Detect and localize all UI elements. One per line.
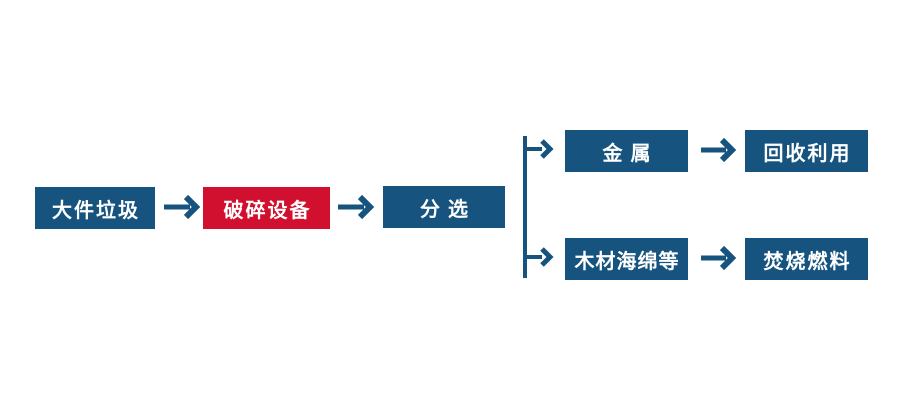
branch-bracket xyxy=(523,136,554,278)
arrow-metal-to-recycling xyxy=(701,137,737,163)
node-wood-sponge: 木材海绵等 xyxy=(565,238,688,280)
node-bulky-waste: 大件垃圾 xyxy=(35,187,155,229)
arrow-wood-to-fuel xyxy=(701,245,737,271)
node-sorting: 分选 xyxy=(383,186,505,228)
arrow-bulky-to-crushing xyxy=(164,194,201,220)
node-crushing-equipment: 破碎设备 xyxy=(203,187,330,229)
node-incineration-fuel: 焚烧燃料 xyxy=(745,238,868,280)
node-metal: 金属 xyxy=(565,130,688,172)
arrow-crushing-to-sorting xyxy=(338,194,375,220)
node-recycling: 回收利用 xyxy=(745,130,868,172)
